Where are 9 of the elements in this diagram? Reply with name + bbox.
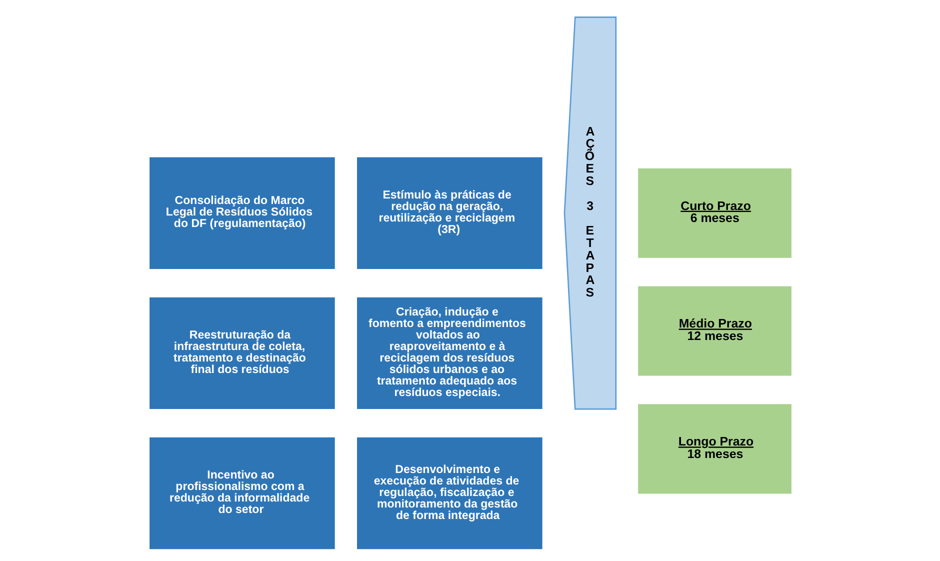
node-box: Estímulo às práticas de redução na geração, reutilização e reciclagem (3R) — [356, 157, 542, 269]
node-box: Curto Prazo 6 meses — [638, 168, 791, 258]
node-box: Incentivo ao profissionalismo com a redução da informalidade do setor — [149, 437, 334, 550]
node-box: Consolidação do Marco Legal de Resíduos Sólidos do DF (regulamentação) — [149, 157, 334, 269]
node-box: Desenvolvimento e execução de atividades de regulação, fiscalização e monitoramento da gestão de forma integrada — [356, 437, 542, 550]
node-box: Médio Prazo 12 meses — [638, 286, 791, 376]
node-box: Longo Prazo 18 meses — [638, 404, 791, 494]
node-box: Criação, indução e fomento a empreendimentos voltados ao reaproveitamento e à reciclagem dos resíduos sólidos urbanos e ao tratamento adequado aos resíduos especiais. — [356, 297, 542, 410]
node-box: Reestruturação da infraestrutura de coleta, tratamento e destinação final dos resíduos — [149, 297, 334, 410]
